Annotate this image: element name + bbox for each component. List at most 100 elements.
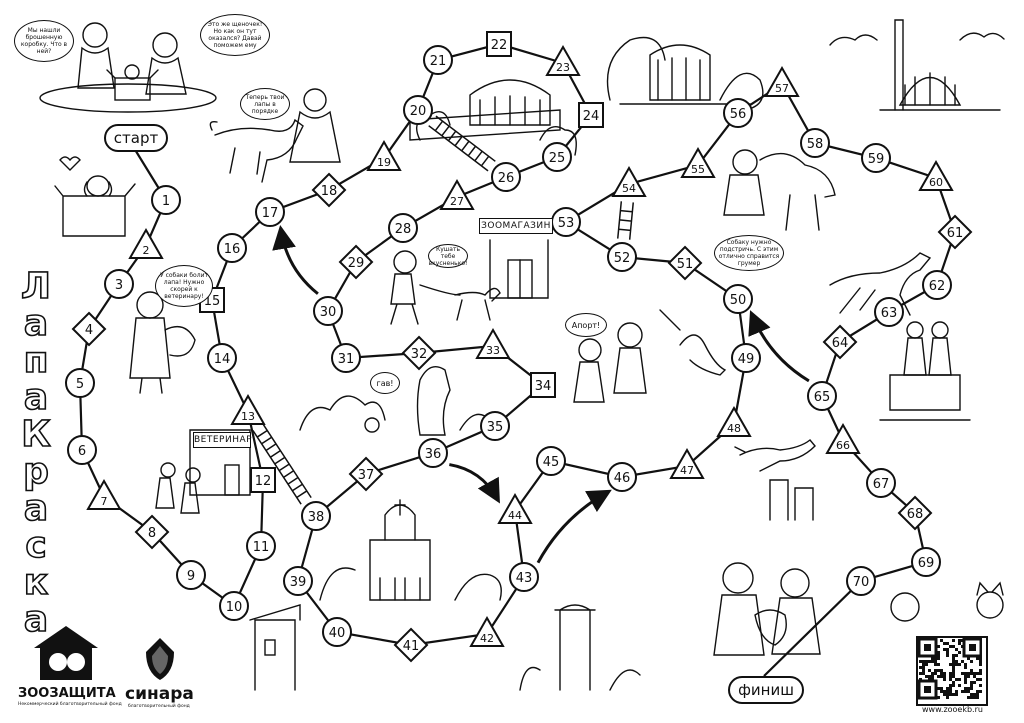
board-cell-26[interactable]: 26	[491, 162, 521, 192]
board-cell-4[interactable]: 4	[71, 311, 107, 347]
jump-arrow-43-to-46	[536, 489, 612, 564]
cell-shape-circle	[403, 95, 433, 125]
board-cell-60[interactable]: 60	[918, 159, 954, 191]
cell-shape-circle	[911, 547, 941, 577]
title-letter: к	[23, 562, 49, 603]
board-cell-64[interactable]: 64	[822, 324, 858, 360]
board-cell-58[interactable]: 58	[800, 128, 830, 158]
cell-shape-square	[530, 372, 556, 398]
cell-shape-triangle	[128, 227, 164, 259]
board-cell-6[interactable]: 6	[67, 435, 97, 465]
qr-code[interactable]	[916, 636, 988, 706]
board-cell-38[interactable]: 38	[301, 501, 331, 531]
board-cell-56[interactable]: 56	[723, 98, 753, 128]
board-cell-66[interactable]: 66	[825, 422, 861, 454]
board-cell-68[interactable]: 68	[897, 495, 933, 531]
cell-number: 23	[556, 61, 570, 74]
board-cell-3[interactable]: 3	[104, 269, 134, 299]
board-cell-44[interactable]: 44	[497, 492, 533, 524]
board-cell-33[interactable]: 33	[475, 327, 511, 359]
board-cell-24[interactable]: 24	[578, 102, 604, 128]
speech-bubble-vet: Теперь твои лапы в порядке	[240, 88, 290, 120]
board-cell-14[interactable]: 14	[207, 343, 237, 373]
start-label[interactable]: старт	[104, 124, 168, 152]
board-cell-70[interactable]: 70	[846, 566, 876, 596]
board-cell-34[interactable]: 34	[530, 372, 556, 398]
board-cell-54[interactable]: 54	[611, 165, 647, 197]
board-cell-19[interactable]: 19	[366, 139, 402, 171]
board-cell-45[interactable]: 45	[536, 446, 566, 476]
ladder-13-to-38	[252, 423, 312, 505]
board-cell-16[interactable]: 16	[217, 233, 247, 263]
kids-with-box-illustration	[39, 22, 217, 113]
board-cell-42[interactable]: 42	[469, 615, 505, 647]
board-cell-53[interactable]: 53	[551, 207, 581, 237]
cell-number: 36	[425, 447, 442, 462]
board-cell-10[interactable]: 10	[219, 591, 249, 621]
board-cell-35[interactable]: 35	[480, 411, 510, 441]
cell-shape-circle	[607, 242, 637, 272]
board-cell-21[interactable]: 21	[423, 45, 453, 75]
cell-number: 2	[143, 244, 150, 257]
title-letter: К	[20, 414, 51, 455]
board-cell-63[interactable]: 63	[874, 297, 904, 327]
board-cell-50[interactable]: 50	[723, 284, 753, 314]
title-letter: а	[23, 599, 49, 640]
board-cell-8[interactable]: 8	[134, 514, 170, 550]
board-cell-12[interactable]: 12	[250, 467, 276, 493]
board-cell-62[interactable]: 62	[922, 270, 952, 300]
board-cell-43[interactable]: 43	[509, 562, 539, 592]
board-cell-2[interactable]: 2	[128, 227, 164, 259]
board-cell-23[interactable]: 23	[545, 44, 581, 76]
cell-number: 49	[738, 352, 755, 367]
board-cell-31[interactable]: 31	[331, 343, 361, 373]
cell-shape-circle	[731, 343, 761, 373]
board-cell-51[interactable]: 51	[667, 245, 703, 281]
board-cell-55[interactable]: 55	[680, 146, 716, 178]
board-cell-5[interactable]: 5	[65, 368, 95, 398]
board-cell-20[interactable]: 20	[403, 95, 433, 125]
board-cell-65[interactable]: 65	[807, 381, 837, 411]
cell-number: 45	[543, 455, 560, 470]
board-cell-22[interactable]: 22	[486, 31, 512, 57]
title-letter: р	[22, 451, 49, 492]
cell-shape-diamond	[134, 514, 170, 550]
board-cell-48[interactable]: 48	[716, 405, 752, 437]
board-cell-59[interactable]: 59	[861, 143, 891, 173]
speech-bubble-gav: гав!	[370, 372, 400, 394]
board-cell-67[interactable]: 67	[866, 468, 896, 498]
ladder-52-to-54	[616, 201, 635, 240]
board-cell-11[interactable]: 11	[246, 531, 276, 561]
board-cell-28[interactable]: 28	[388, 213, 418, 243]
cell-number: 3	[115, 278, 123, 293]
board-cell-39[interactable]: 39	[283, 566, 313, 596]
board-cell-37[interactable]: 37	[348, 456, 384, 492]
board-cell-30[interactable]: 30	[313, 296, 343, 326]
board-cell-47[interactable]: 47	[669, 447, 705, 479]
board-cell-7[interactable]: 7	[86, 478, 122, 510]
board-cell-1[interactable]: 1	[151, 185, 181, 215]
board-cell-52[interactable]: 52	[607, 242, 637, 272]
board-cell-27[interactable]: 27	[439, 178, 475, 210]
board-cell-13[interactable]: 13	[230, 393, 266, 425]
board-cell-57[interactable]: 57	[764, 65, 800, 97]
website-url[interactable]: www.zooekb.ru	[922, 705, 983, 714]
board-cell-36[interactable]: 36	[418, 438, 448, 468]
board-cell-40[interactable]: 40	[322, 617, 352, 647]
board-cell-9[interactable]: 9	[176, 560, 206, 590]
board-cell-25[interactable]: 25	[542, 142, 572, 172]
board-cell-69[interactable]: 69	[911, 547, 941, 577]
board-cell-41[interactable]: 41	[393, 627, 429, 663]
board-cell-49[interactable]: 49	[731, 343, 761, 373]
board-cell-18[interactable]: 18	[311, 172, 347, 208]
board-cell-46[interactable]: 46	[607, 462, 637, 492]
board-cell-29[interactable]: 29	[338, 244, 374, 280]
board-cell-61[interactable]: 61	[937, 214, 973, 250]
finish-label[interactable]: финиш	[728, 676, 804, 704]
jump-arrow-65-to-50	[748, 310, 810, 383]
board-cell-17[interactable]: 17	[255, 197, 285, 227]
cell-shape-circle	[846, 566, 876, 596]
board-cell-32[interactable]: 32	[401, 335, 437, 371]
cell-number: 58	[807, 137, 824, 152]
